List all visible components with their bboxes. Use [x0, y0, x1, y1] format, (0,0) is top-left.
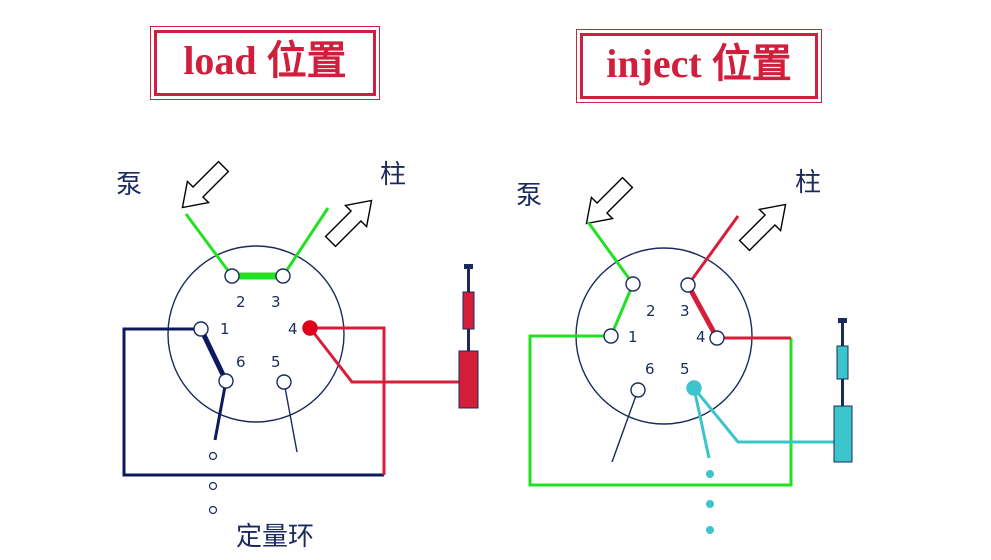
- column-line: [281, 207, 330, 277]
- port-2: [224, 268, 240, 284]
- waste-drop: [706, 470, 714, 478]
- port-number-3: 3: [271, 293, 281, 311]
- pump-label: 泵: [516, 181, 542, 211]
- port-number-4: 4: [288, 320, 298, 338]
- port-3: [680, 277, 696, 293]
- port5-waste-line: [283, 381, 298, 453]
- load-position-title: load 位置: [150, 26, 380, 100]
- port-1: [193, 321, 209, 337]
- port-number-5: 5: [680, 360, 690, 378]
- pump-label: 泵: [116, 170, 142, 200]
- port-4: [302, 320, 318, 336]
- sample-loop-label: 定量环: [236, 522, 314, 552]
- port-5: [276, 374, 292, 390]
- port-number-2: 2: [236, 293, 246, 311]
- port6-waste-line: [611, 389, 639, 463]
- waste-drop: [208, 505, 218, 515]
- port-1: [603, 328, 619, 344]
- column-label: 柱: [795, 168, 821, 198]
- port-number-6: 6: [236, 353, 246, 371]
- port-number-1: 1: [628, 328, 638, 346]
- syringe-icon: [458, 264, 479, 409]
- port-number-1: 1: [220, 320, 230, 338]
- column-outlet-arrow: [324, 199, 373, 248]
- sample-loop-navy: [122, 327, 384, 477]
- port-4: [709, 330, 725, 346]
- inject-valve-diagram: 泵 柱 2 3 1 4 6 5: [516, 168, 853, 534]
- port-number-3: 3: [680, 302, 690, 320]
- sample-loop-red: [310, 326, 386, 475]
- waste-drop: [208, 451, 218, 461]
- port-6: [630, 382, 646, 398]
- port6-waste-line: [213, 380, 228, 441]
- waste-drop: [706, 526, 714, 534]
- column-outlet-arrow: [738, 203, 787, 252]
- syringe-line: [308, 327, 461, 384]
- pump-line: [586, 221, 635, 285]
- port2-port1-connection: [609, 283, 635, 337]
- column-line: [686, 215, 740, 286]
- valve-body: [167, 245, 345, 423]
- inject-position-title: inject 位置: [576, 29, 822, 103]
- column-label: 柱: [380, 160, 406, 190]
- port-5: [686, 380, 702, 396]
- port-number-4: 4: [696, 328, 706, 346]
- port5-waste-line: [692, 387, 711, 459]
- pump-inlet-arrow: [181, 160, 230, 209]
- port-number-2: 2: [646, 302, 656, 320]
- syringe-line: [692, 387, 836, 444]
- pump-inlet-arrow: [585, 176, 634, 225]
- port-number-5: 5: [271, 353, 281, 371]
- sample-loop-green: [528, 334, 793, 487]
- waste-drop: [208, 481, 218, 491]
- port-3: [275, 268, 291, 284]
- port-2: [625, 276, 641, 292]
- port-6: [218, 373, 234, 389]
- port-number-6: 6: [645, 360, 655, 378]
- load-valve-diagram: 泵 柱 2 3 1 4 6 5 定量环: [116, 160, 479, 552]
- pump-line: [184, 213, 234, 277]
- port1-port6-connection: [198, 327, 229, 383]
- syringe-icon: [833, 318, 853, 463]
- waste-drop: [706, 500, 714, 508]
- port4-port3-connection: [685, 283, 720, 340]
